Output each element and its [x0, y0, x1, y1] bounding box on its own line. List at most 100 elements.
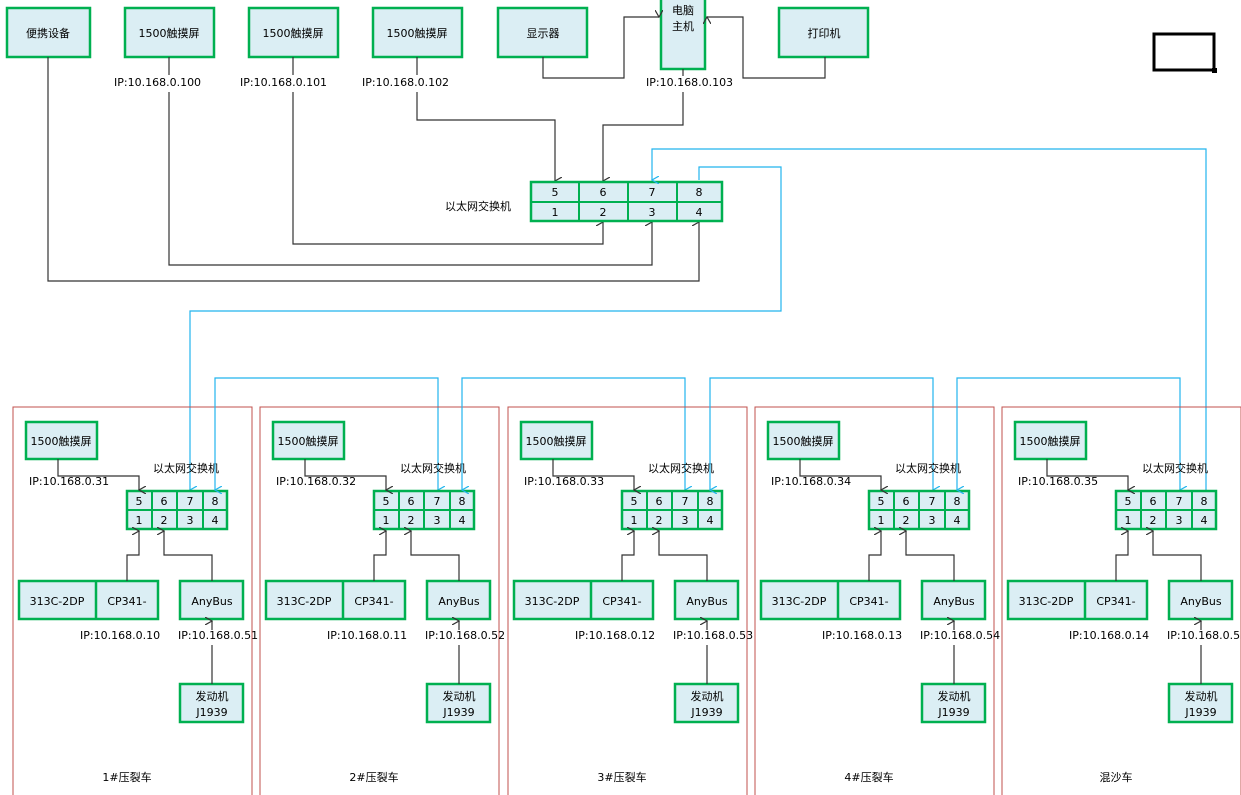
unit-engine-label: 发动机: [1185, 689, 1218, 703]
monitor-label: 显示器: [527, 27, 560, 40]
unit-engine-protocol: J1939: [1184, 706, 1216, 719]
unit-switch-port-1: 1: [1125, 514, 1132, 527]
unit-plc: [759, 579, 902, 621]
unit-switch-port-4: 4: [212, 514, 219, 527]
touchscreen-1-label: 1500触摸屏: [139, 26, 200, 40]
unit-touchscreen-label: 1500触摸屏: [278, 434, 339, 448]
link-daisy-chain: [462, 377, 685, 490]
unit-touchscreen-label: 1500触摸屏: [1020, 434, 1081, 448]
unit-2: 1500触摸屏IP:10.168.0.32以太网交换机51627384313C-…: [259, 377, 685, 795]
unit-plc-ip: IP:10.168.0.12: [575, 629, 655, 642]
unit-switch-port-3: 3: [434, 514, 441, 527]
unit-switch-port-2: 2: [903, 514, 910, 527]
main-switch-port-3: 3: [649, 206, 656, 219]
unit-switch-port-3: 3: [929, 514, 936, 527]
unit-plc: [264, 579, 407, 621]
computer-host: 电脑 主机: [659, 0, 707, 71]
unit-switch-port-7: 7: [682, 495, 689, 508]
link-touch-port5: [799, 459, 881, 490]
unit-switch-port-1: 1: [631, 514, 638, 527]
link-daisy-chain: [215, 377, 438, 490]
link-anybus-port2: [1153, 531, 1202, 581]
main-switch-port-1: 1: [552, 206, 559, 219]
link-daisy-chain: [957, 377, 1180, 490]
main-switch-port-2: 2: [600, 206, 607, 219]
unit-anybus-ip: IP:10.168.0.52: [425, 629, 505, 642]
unit-plc-ip: IP:10.168.0.10: [80, 629, 160, 642]
touchscreen-1: 1500触摸屏: [123, 6, 216, 59]
unit-switch-port-7: 7: [1176, 495, 1183, 508]
unit-switch-port-8: 8: [459, 495, 466, 508]
unit-touchscreen-ip: IP:10.168.0.31: [29, 475, 109, 488]
unit-4: 1500触摸屏IP:10.168.0.34以太网交换机51627384313C-…: [754, 377, 1180, 795]
unit-switch-port-3: 3: [682, 514, 689, 527]
monitor: 显示器: [496, 6, 589, 59]
main-switch-label: 以太网交换机: [445, 199, 511, 213]
unit-anybus: [673, 579, 740, 621]
main-switch-port-7: 7: [649, 186, 656, 199]
unit-switch-port-7: 7: [434, 495, 441, 508]
unit-frame: [12, 406, 253, 795]
unit-engine-label: 发动机: [938, 689, 971, 703]
unit-anybus-label: AnyBus: [686, 595, 728, 608]
unit-touchscreen-ip: IP:10.168.0.34: [771, 475, 851, 488]
unit-engine-protocol: J1939: [195, 706, 227, 719]
unit-anybus: [178, 579, 245, 621]
unit-switch-port-2: 2: [161, 514, 168, 527]
link-plc-port1: [868, 531, 881, 581]
unit-anybus-ip: IP:10.168.0.51: [178, 629, 258, 642]
unit-engine-label: 发动机: [691, 689, 724, 703]
computer-label-line1: 电脑: [672, 4, 694, 17]
ip-touchscreen-3: IP:10.168.0.102: [362, 76, 449, 89]
link-monitor-computer: [542, 17, 659, 79]
unit-switch-port-8: 8: [212, 495, 219, 508]
link-anybus-port2: [164, 531, 213, 581]
unit-touchscreen-ip: IP:10.168.0.33: [524, 475, 604, 488]
link-touch2-port2: [292, 57, 603, 245]
unit-switch-port-5: 5: [136, 495, 143, 508]
unit-frame: [754, 406, 995, 795]
printer: 打印机: [777, 6, 870, 59]
unit-anybus-label: AnyBus: [933, 595, 975, 608]
unit-anybus: [425, 579, 492, 621]
unit-switch-port-7: 7: [187, 495, 194, 508]
unit-switch-port-6: 6: [656, 495, 663, 508]
unit-touchscreen-ip: IP:10.168.0.35: [1018, 475, 1098, 488]
link-touch-port5: [552, 459, 634, 490]
unit-switch-port-6: 6: [903, 495, 910, 508]
unit-plc-ip: IP:10.168.0.11: [327, 629, 407, 642]
link-touch1-port3: [168, 57, 652, 266]
portable-device: 便携设备: [5, 6, 92, 59]
unit-plc: [512, 579, 655, 621]
link-plc-port1: [1115, 531, 1128, 581]
unit-plc-label: 313C-2DP: [525, 595, 580, 608]
computer-label-line2: 主机: [672, 19, 694, 33]
ip-touchscreen-2: IP:10.168.0.101: [240, 76, 327, 89]
unit-switch-port-6: 6: [1150, 495, 1157, 508]
link-touch-port5: [57, 459, 139, 490]
printer-label: 打印机: [808, 26, 841, 40]
unit-switch-port-4: 4: [954, 514, 961, 527]
unit-plc-label: 313C-2DP: [1019, 595, 1074, 608]
link-main-port7-unit5: [652, 148, 1207, 490]
unit-switch-port-8: 8: [707, 495, 714, 508]
unit-cp-label: CP341-: [849, 595, 888, 608]
unit-3: 1500触摸屏IP:10.168.0.33以太网交换机51627384313C-…: [507, 377, 933, 795]
unit-touchscreen: [24, 420, 99, 461]
unit-cp-label: CP341-: [107, 595, 146, 608]
unit-switch-label: 以太网交换机: [648, 461, 714, 475]
unit-touchscreen: [519, 420, 594, 461]
unit-switch-port-1: 1: [136, 514, 143, 527]
unit-touchscreen: [271, 420, 346, 461]
unit-engine: [1167, 682, 1234, 724]
unit-switch-port-2: 2: [408, 514, 415, 527]
unit-touchscreen-label: 1500触摸屏: [773, 434, 834, 448]
unit-plc-ip: IP:10.168.0.13: [822, 629, 902, 642]
unit-engine: [178, 682, 245, 724]
unit-touchscreen: [1013, 420, 1088, 461]
